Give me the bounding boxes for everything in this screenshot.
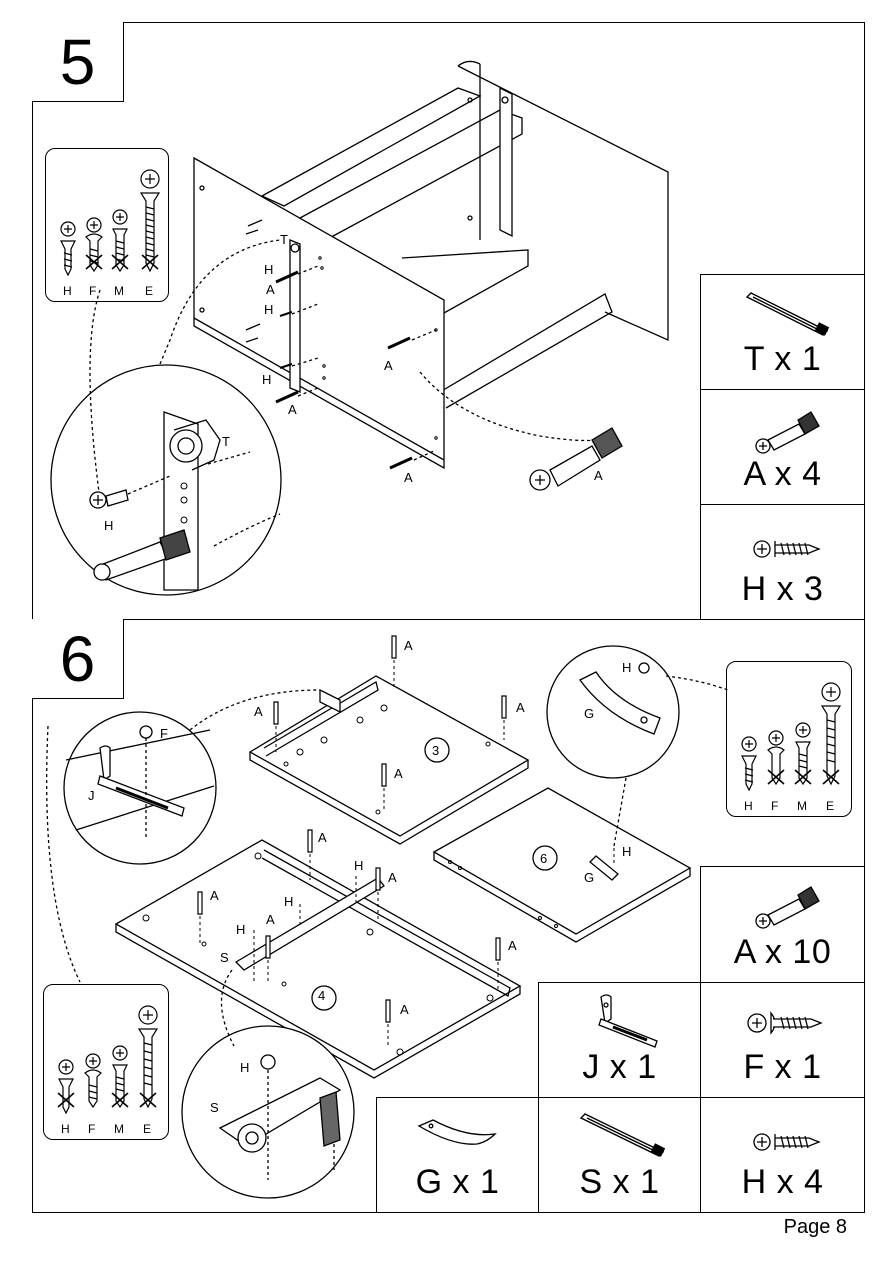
part-cell-s: S x 1 [538,1097,701,1213]
part-qty-h4: H x 4 [741,1163,824,1201]
legend-f-label: F [89,284,96,298]
cam-bolt-icon [755,411,820,454]
screw-legend-icons: H F M E [60,169,161,298]
part-qty-j: J x 1 [582,1048,657,1086]
part-cell-g: G x 1 [376,1097,539,1213]
screw-legend-icons: H F M E [741,682,842,813]
part-cell-h: H x 3 [700,504,865,620]
part-qty-a: A x 4 [743,455,822,493]
legend-f-label: F [88,1122,95,1136]
part-cell-h4: H x 4 [700,1097,865,1213]
step-6-screw-legend-right: H F M E [726,661,852,817]
legend-h-label: H [63,284,72,298]
legend-h-label: H [61,1122,70,1136]
screw-h-icon [753,540,821,558]
screw-f-icon [747,1011,823,1035]
screw-h-icon [753,1133,821,1151]
cam-bolt-icon [755,886,820,929]
legend-e-label: E [826,799,834,813]
step-6-number: 6 [32,619,124,699]
strap-g-icon [417,1119,497,1145]
part-cell-t: T x 1 [700,274,865,390]
step-6-screw-legend-left: H F M E [43,984,169,1140]
part-qty-g: G x 1 [415,1163,500,1201]
part-qty-f: F x 1 [743,1048,822,1086]
page-number: Page 8 [783,1216,847,1238]
legend-m-label: M [114,284,124,298]
step-5-number: 5 [32,22,124,102]
step-5-screw-legend: H F M E [45,148,169,302]
part-cell-a: A x 4 [700,389,865,505]
slide-rail-icon [745,292,830,336]
legend-m-label: M [114,1122,124,1136]
part-qty-t: T x 1 [743,340,822,378]
legend-h-label: H [744,799,753,813]
part-cell-f: F x 1 [700,982,865,1098]
legend-f-label: F [771,799,778,813]
part-qty-h: H x 3 [741,570,824,608]
legend-e-label: E [143,1122,151,1136]
part-cell-j: J x 1 [538,982,701,1098]
slide-rail-icon [579,1113,666,1157]
part-cell-a10: A x 10 [700,866,865,983]
part-qty-s: S x 1 [579,1163,660,1201]
legend-m-label: M [797,799,807,813]
bracket-j-icon [598,994,658,1048]
legend-e-label: E [145,284,153,298]
screw-legend-icons: H F M E [57,1005,159,1136]
part-qty-a10: A x 10 [733,933,832,971]
